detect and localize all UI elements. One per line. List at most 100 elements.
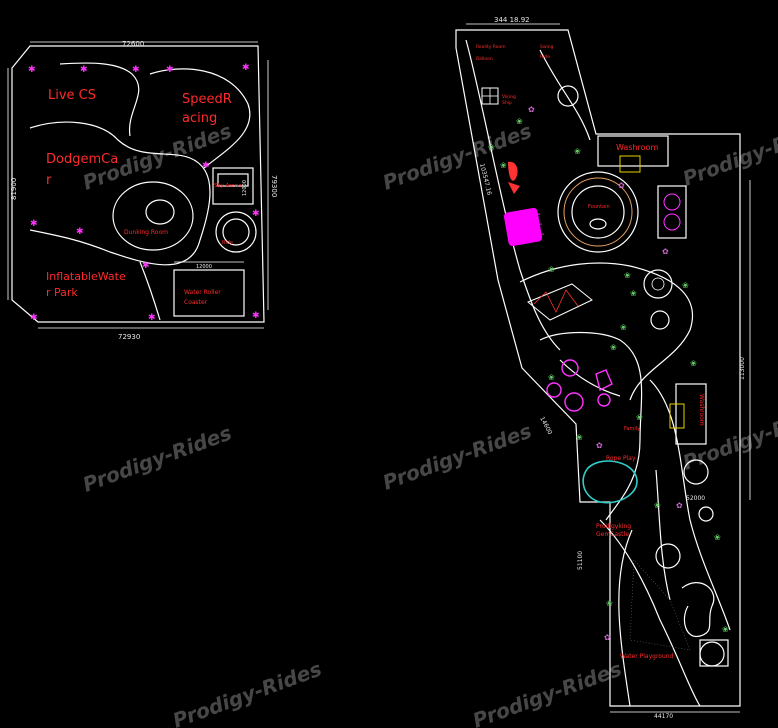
left-plan-boundary: [11, 45, 265, 323]
right-path-8: [618, 529, 633, 707]
right-flowers: ✿ ✿ ✿ ✿ ✿ ✿: [528, 105, 683, 642]
washroom2-yellow: [669, 403, 685, 429]
flower: ✿: [662, 247, 669, 256]
magenta-pavilion-grid: [509, 213, 545, 239]
label-top-2: Balloon: [476, 56, 493, 62]
dunking-room-ring: [112, 181, 194, 251]
label-inflatable-2: r Park: [46, 286, 78, 299]
tree: ❀: [516, 117, 523, 126]
left-markers: ✱ ✱ ✱ ✱ ✱ ✱ ✱ ✱ ✱ ✱ ✱ ✱ ✱: [28, 63, 260, 323]
marker: ✱: [30, 313, 38, 323]
left-path-3: [149, 68, 251, 169]
bottom-ride-box: [699, 639, 729, 667]
tree: ❀: [714, 533, 721, 542]
label-washroom-2: Washroom: [698, 394, 705, 426]
sky-arena-box: [212, 167, 254, 205]
watermark: Prodigy-Rides: [470, 657, 625, 728]
label-water-roller-2: Coaster: [184, 299, 208, 306]
tree: ❀: [610, 343, 617, 352]
tree: ❀: [574, 147, 581, 156]
label-inflatable-1: InflatableWate: [46, 270, 126, 283]
marker: ✱: [148, 313, 156, 323]
right-dim-right-lower: 52000: [686, 495, 705, 502]
label-dodgem-2: r: [46, 173, 52, 188]
marker: ✱: [132, 65, 140, 75]
coaster-box: [657, 185, 687, 239]
watermarks: Prodigy-Rides Prodigy-Rides Prodigy-Ride…: [80, 115, 778, 728]
marker: ✱: [166, 65, 174, 75]
right-path-6: [649, 379, 731, 631]
watermark: Prodigy-Rides: [680, 115, 778, 191]
label-top-3: Swing: [540, 44, 554, 50]
right-trees: ❀ ❀ ❀ ❀ ❀ ❀ ❀ ❀ ❀ ❀ ❀ ❀ ❀ ❀ ❀ ❀ ❀ ❀: [488, 117, 729, 634]
marker: ✱: [80, 65, 88, 75]
left-dim-bottom: 72930: [118, 333, 140, 341]
watermark: Prodigy-Rides: [680, 399, 778, 475]
sky-arena-inner: [217, 173, 249, 187]
coaster-loop-1: [663, 193, 681, 211]
flower: ✿: [604, 633, 611, 642]
left-path-1: [59, 62, 140, 137]
left-dim-right: 79300: [270, 175, 278, 197]
wheel-5: [655, 543, 681, 569]
wheel-6: [699, 641, 725, 667]
watermark: Prodigy-Rides: [380, 419, 535, 495]
label-dodgem-1: DodgemCa: [46, 152, 118, 167]
label-washroom: Washroom: [616, 143, 658, 152]
flower: ✿: [528, 105, 535, 114]
tree: ❀: [722, 625, 729, 634]
flower: ✿: [618, 181, 625, 190]
wheel-1-hub: [651, 277, 665, 291]
plaza-label: Fountain: [588, 204, 610, 210]
marker: ✱: [30, 219, 38, 229]
right-path-7: [599, 519, 701, 707]
tree: ❀: [636, 413, 643, 422]
coaster-loop-2: [663, 213, 681, 231]
label-sky-arena: Sky Arena: [214, 183, 242, 189]
tree: ❀: [606, 599, 613, 608]
marker: ✱: [76, 227, 84, 237]
label-family: Family: [624, 426, 640, 432]
plaza-ring-mid: [563, 177, 633, 247]
ride-circle-outer: [215, 211, 257, 253]
marker: ✱: [28, 65, 36, 75]
right-plan: Fountain Washroom: [455, 16, 751, 720]
washroom-box: [597, 135, 669, 167]
rope-play-pool: [582, 460, 638, 504]
label-speed-racing-2: acing: [182, 111, 217, 126]
red-feature: [508, 182, 520, 194]
truss-red: [533, 289, 579, 313]
marker: ✱: [202, 161, 210, 171]
plaza-ring-outer: [557, 171, 639, 253]
marker: ✱: [142, 261, 150, 271]
tree: ❀: [576, 433, 583, 442]
watermark: Prodigy-Rides: [170, 657, 325, 728]
right-path-4: [539, 331, 643, 521]
washroom2-box: [675, 383, 707, 445]
right-dim-bottom: 44170: [654, 713, 673, 720]
tree: ❀: [682, 281, 689, 290]
right-path-2: [539, 49, 591, 141]
truss-frame: [527, 283, 593, 321]
red-feature: [508, 161, 518, 181]
wheel-1: [643, 269, 673, 299]
dim-12000: 12000: [196, 264, 212, 270]
left-path-2: [29, 121, 211, 266]
label-live-cs: Live CS: [48, 88, 96, 103]
tree: ❀: [548, 265, 555, 274]
label-ship-1: Viking: [502, 94, 516, 100]
label-rope-play: Rope Play: [606, 455, 636, 462]
tree: ❀: [690, 359, 697, 368]
flower: ✿: [596, 441, 603, 450]
label-small-ride: Ride: [222, 240, 233, 246]
tree: ❀: [654, 501, 661, 510]
wheel-7: [698, 506, 714, 522]
dunking-room-core: [145, 199, 175, 225]
label-water-playground: Water Playground: [620, 653, 674, 660]
label-dunking-room: Dunking Room: [124, 229, 168, 236]
marker: ✱: [242, 63, 250, 73]
washroom-yellow: [619, 155, 641, 173]
ride-wheels: [557, 85, 725, 667]
left-path-4: [139, 261, 161, 321]
